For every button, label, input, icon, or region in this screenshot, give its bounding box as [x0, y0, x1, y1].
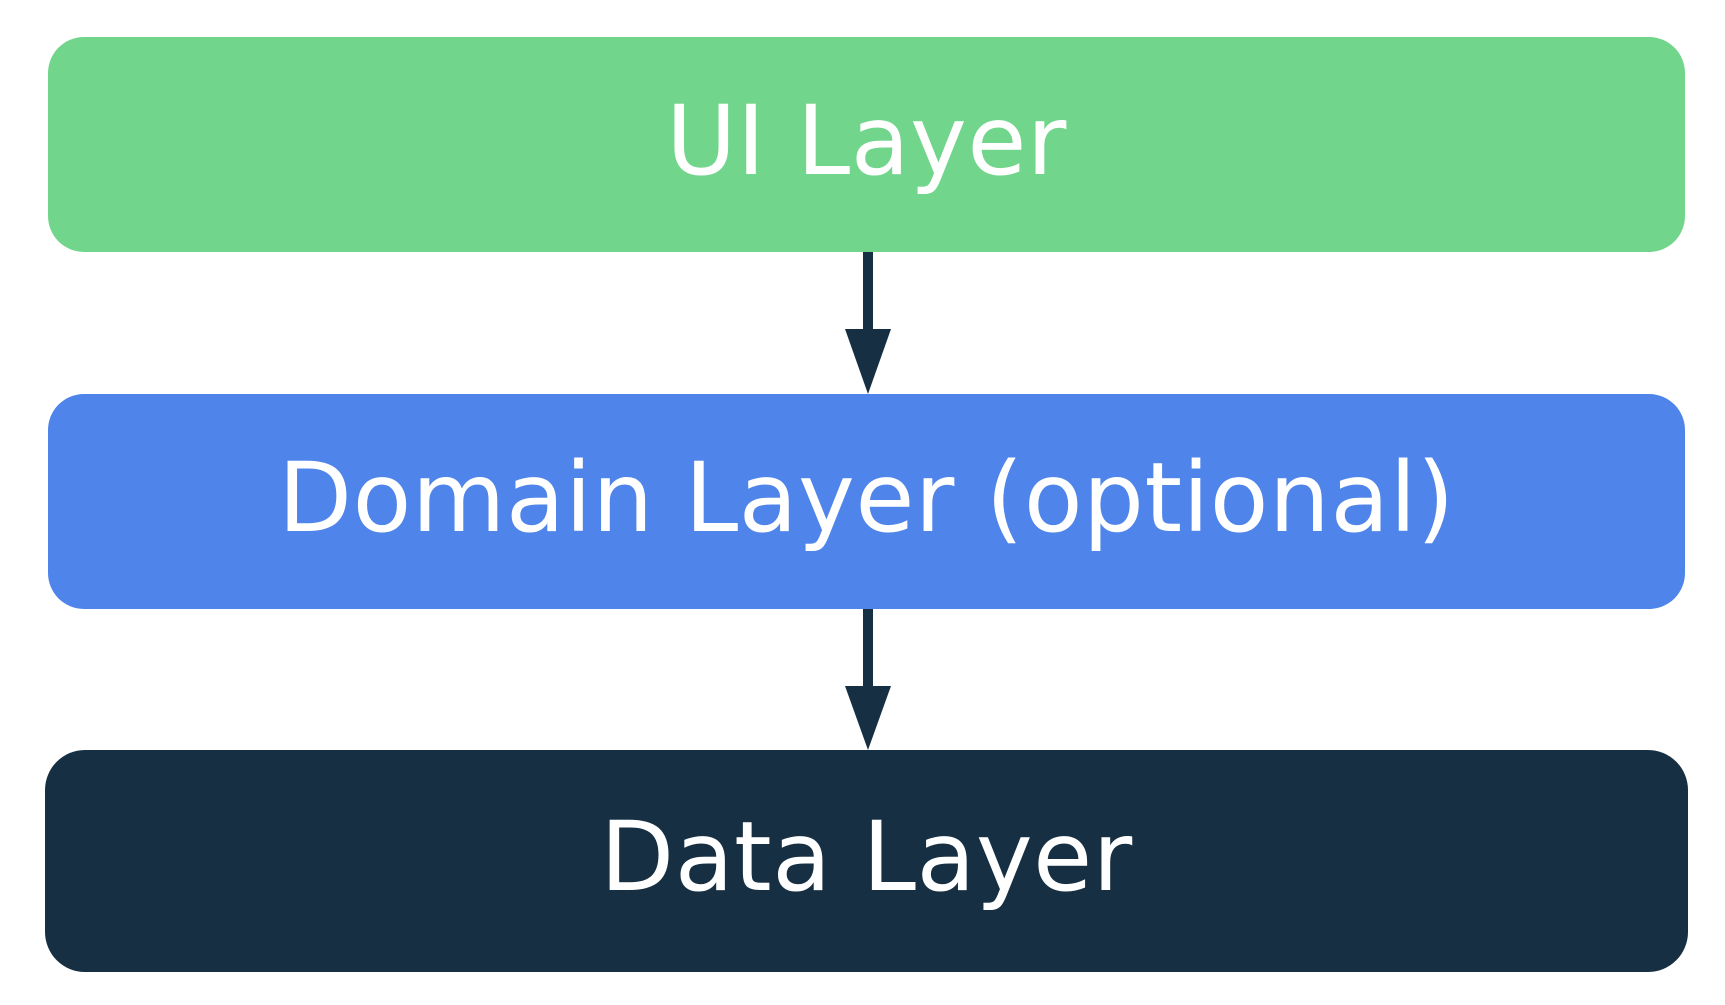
arrow-domain-to-data-shaft: [863, 609, 873, 687]
arrow-ui-to-domain: [845, 252, 891, 394]
data-layer-box: Data Layer: [45, 750, 1688, 972]
ui-layer-box: UI Layer: [48, 37, 1685, 252]
ui-layer-label: UI Layer: [666, 84, 1067, 197]
arrow-ui-to-domain-shaft: [863, 252, 873, 330]
arrow-domain-to-data: [845, 609, 891, 750]
arrow-ui-to-domain-head: [845, 329, 891, 394]
domain-layer-label: Domain Layer (optional): [278, 441, 1455, 554]
arrow-domain-to-data-head: [845, 686, 891, 750]
domain-layer-box: Domain Layer (optional): [48, 394, 1685, 609]
data-layer-label: Data Layer: [600, 801, 1133, 913]
